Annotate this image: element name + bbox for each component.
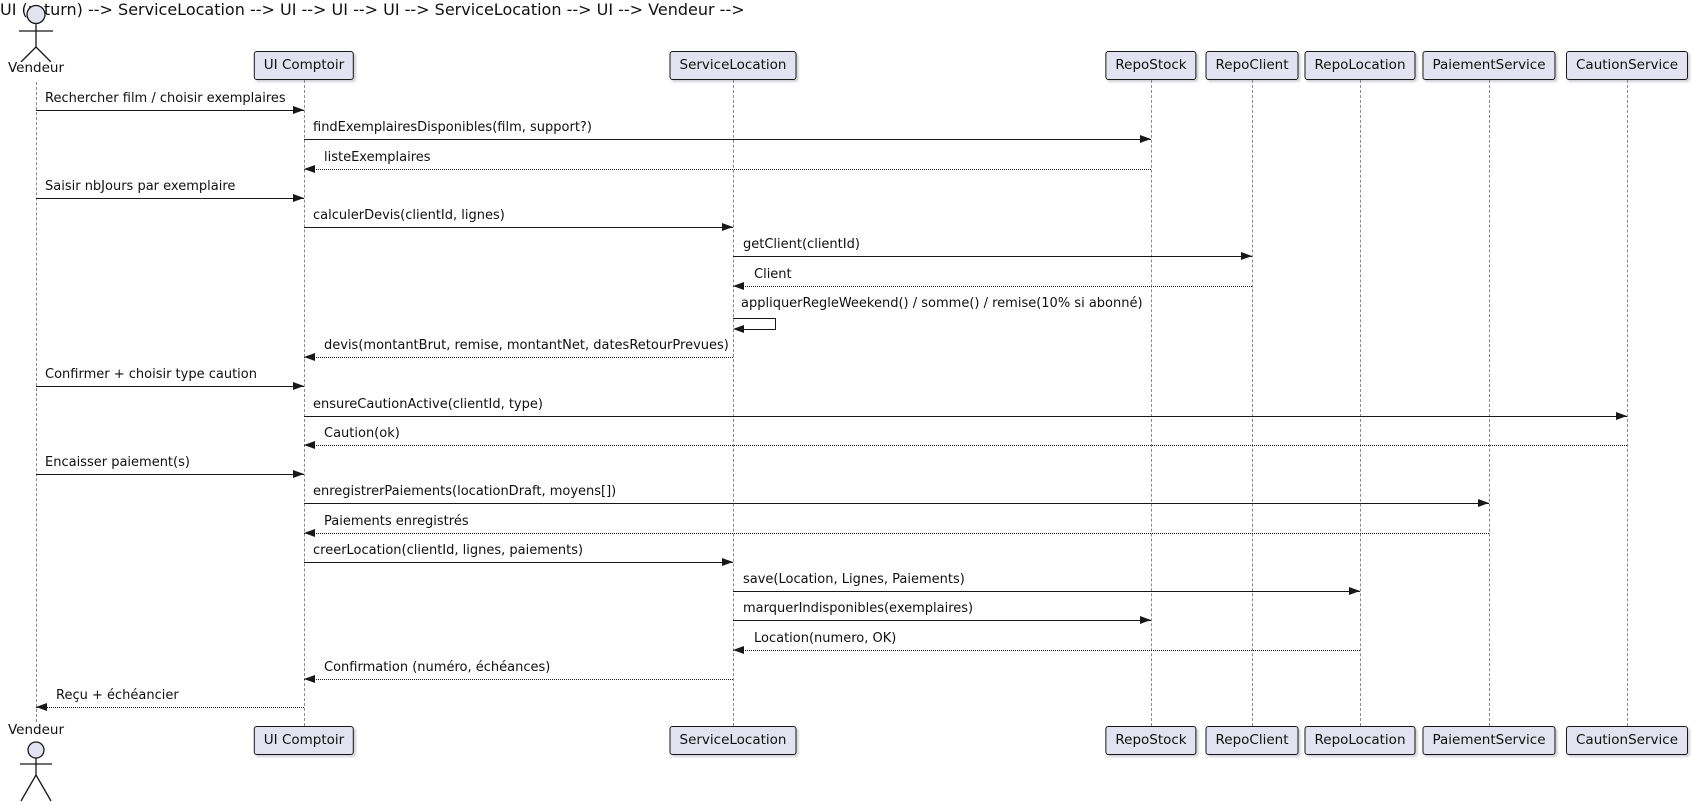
lifeline-ui-comptoir xyxy=(304,80,305,726)
message-line xyxy=(304,562,733,563)
participant-servicelocation-bottom: ServiceLocation xyxy=(669,726,797,755)
message-label: Confirmer + choisir type caution xyxy=(45,367,257,382)
arrowhead-icon xyxy=(722,223,733,231)
message-line xyxy=(304,533,1489,534)
actor-vendeur-top-label: Vendeur xyxy=(7,60,65,76)
arrowhead-icon xyxy=(1349,587,1360,595)
arrowhead-icon xyxy=(1478,499,1489,507)
participant-cautionservice-top: CautionService xyxy=(1565,51,1689,80)
message-line xyxy=(36,110,304,111)
arrowhead-icon xyxy=(733,282,744,290)
message-line xyxy=(304,445,1627,446)
self-message-line xyxy=(733,318,776,319)
message-line xyxy=(304,357,733,358)
message-label: Saisir nbJours par exemplaire xyxy=(45,179,236,194)
lifeline-repolocation xyxy=(1360,80,1361,726)
participant-paiementservice-bottom: PaiementService xyxy=(1422,726,1556,755)
lifeline-repostock xyxy=(1151,80,1152,726)
arrowhead-icon xyxy=(304,441,315,449)
message-label: listeExemplaires xyxy=(324,150,431,165)
message-label: appliquerRegleWeekend() / somme() / remi… xyxy=(741,296,1143,311)
participant-paiementservice-top: PaiementService xyxy=(1422,51,1556,80)
message-label: getClient(clientId) xyxy=(743,237,860,252)
message-line xyxy=(304,227,733,228)
message-label: save(Location, Lignes, Paiements) xyxy=(743,572,965,587)
arrowhead-icon xyxy=(1140,616,1151,624)
message-label: enregistrerPaiements(locationDraft, moye… xyxy=(313,484,617,499)
message-line xyxy=(304,416,1627,417)
lifeline-repoclient xyxy=(1252,80,1253,726)
message-label: Encaisser paiement(s) xyxy=(45,455,190,470)
arrowhead-icon xyxy=(733,325,744,333)
self-message-line xyxy=(775,318,776,329)
arrowhead-icon xyxy=(722,558,733,566)
message-line xyxy=(36,474,304,475)
lifeline-servicelocation xyxy=(733,80,734,726)
message-line xyxy=(36,386,304,387)
participant-repostock-bottom: RepoStock xyxy=(1105,726,1197,755)
message-line xyxy=(733,620,1151,621)
participant-repolocation-bottom: RepoLocation xyxy=(1304,726,1416,755)
message-label: Paiements enregistrés xyxy=(324,514,469,529)
message-line xyxy=(304,139,1151,140)
arrowhead-icon xyxy=(1140,135,1151,143)
message-label: Client xyxy=(754,267,792,282)
arrowhead-icon xyxy=(293,106,304,114)
message-label: creerLocation(clientId, lignes, paiement… xyxy=(313,543,584,558)
lifeline-cautionservice xyxy=(1627,80,1628,726)
message-line xyxy=(733,591,1360,592)
arrowhead-icon xyxy=(1616,412,1627,420)
message-label: calculerDevis(clientId, lignes) xyxy=(313,208,505,223)
arrowhead-icon xyxy=(733,646,744,654)
lifeline-paiementservice xyxy=(1489,80,1490,726)
message-label: devis(montantBrut, remise, montantNet, d… xyxy=(324,338,729,353)
message-line xyxy=(733,256,1252,257)
message-line xyxy=(304,169,1151,170)
message-line xyxy=(304,679,733,680)
message-label: Location(numero, OK) xyxy=(754,631,897,646)
arrowhead-icon xyxy=(293,382,304,390)
arrowhead-icon xyxy=(293,470,304,478)
message-line xyxy=(36,198,304,199)
lifeline-vendeur xyxy=(36,82,37,722)
message-label: Rechercher film / choisir exemplaires xyxy=(45,91,286,106)
message-label: findExemplairesDisponibles(film, support… xyxy=(313,120,592,135)
message-line xyxy=(36,707,304,708)
arrowhead-icon xyxy=(304,353,315,361)
message-label: Caution(ok) xyxy=(324,426,400,441)
participant-servicelocation-top: ServiceLocation xyxy=(669,51,797,80)
message-line xyxy=(304,503,1489,504)
arrowhead-icon xyxy=(36,703,47,711)
arrowhead-icon xyxy=(1241,252,1252,260)
arrowhead-icon xyxy=(304,165,315,173)
participant-repostock-top: RepoStock xyxy=(1105,51,1197,80)
actor-vendeur-bottom-icon xyxy=(20,741,52,802)
participant-cautionservice-bottom: CautionService xyxy=(1565,726,1689,755)
message-line xyxy=(733,286,1252,287)
message-label: marquerIndisponibles(exemplaires) xyxy=(743,601,974,616)
message-label: ensureCautionActive(clientId, type) xyxy=(313,397,543,412)
participant-repolocation-top: RepoLocation xyxy=(1304,51,1416,80)
participant-repoclient-top: RepoClient xyxy=(1205,51,1299,80)
arrowhead-icon xyxy=(304,529,315,537)
self-message-line xyxy=(743,329,776,330)
arrowhead-icon xyxy=(293,194,304,202)
arrowhead-icon xyxy=(304,675,315,683)
message-line xyxy=(733,650,1360,651)
message-label: Confirmation (numéro, échéances) xyxy=(324,660,551,675)
message-label: Reçu + échéancier xyxy=(56,688,179,703)
participant-ui-comptoir-top: UI Comptoir xyxy=(253,51,355,80)
participant-ui-comptoir-bottom: UI Comptoir xyxy=(253,726,355,755)
actor-vendeur-top-icon xyxy=(19,4,53,62)
actor-vendeur-bottom-label: Vendeur xyxy=(7,722,65,738)
participant-repoclient-bottom: RepoClient xyxy=(1205,726,1299,755)
